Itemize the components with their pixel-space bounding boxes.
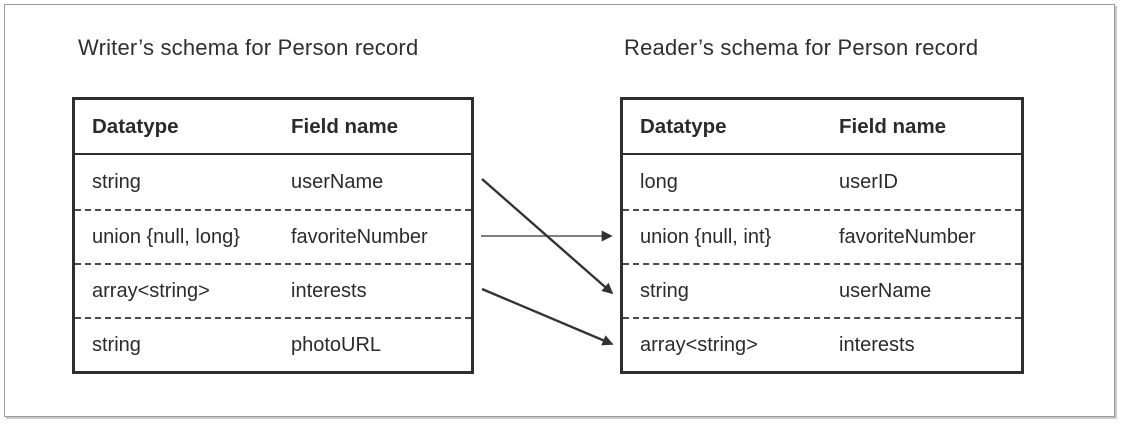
writer-row-username: string userName <box>75 155 471 209</box>
cell-fieldname: photoURL <box>291 333 382 356</box>
cell-datatype: array<string> <box>640 333 758 356</box>
cell-fieldname: interests <box>291 279 367 302</box>
reader-schema-table: Datatype Field name long userID union {n… <box>620 97 1024 374</box>
cell-datatype: union {null, long} <box>92 225 240 248</box>
reader-row-interests: array<string> interests <box>623 317 1021 371</box>
writer-schema-table: Datatype Field name string userName unio… <box>72 97 474 374</box>
cell-datatype: string <box>92 170 141 193</box>
reader-row-favoritenumber: union {null, int} favoriteNumber <box>623 209 1021 263</box>
writer-table-header-row: Datatype Field name <box>75 100 471 155</box>
cell-datatype: array<string> <box>92 279 210 302</box>
cell-fieldname: userName <box>291 170 384 193</box>
writer-header-fieldname: Field name <box>291 114 399 138</box>
cell-fieldname: favoriteNumber <box>291 225 428 248</box>
cell-fieldname: userName <box>839 279 932 302</box>
cell-fieldname: favoriteNumber <box>839 225 976 248</box>
writer-header-datatype: Datatype <box>92 114 179 138</box>
reader-row-username: string userName <box>623 263 1021 317</box>
writer-schema-title: Writer’s schema for Person record <box>78 35 419 60</box>
cell-fieldname: userID <box>839 170 898 193</box>
reader-header-datatype: Datatype <box>640 114 727 138</box>
reader-header-fieldname: Field name <box>839 114 947 138</box>
writer-row-photourl: string photoURL <box>75 317 471 371</box>
writer-row-interests: array<string> interests <box>75 263 471 317</box>
cell-datatype: union {null, int} <box>640 225 772 248</box>
cell-fieldname: interests <box>839 333 915 356</box>
cell-datatype: string <box>92 333 141 356</box>
reader-row-userid: long userID <box>623 155 1021 209</box>
reader-schema-title: Reader’s schema for Person record <box>624 35 979 60</box>
cell-datatype: long <box>640 170 678 193</box>
reader-table-header-row: Datatype Field name <box>623 100 1021 155</box>
writer-row-favoritenumber: union {null, long} favoriteNumber <box>75 209 471 263</box>
cell-datatype: string <box>640 279 689 302</box>
